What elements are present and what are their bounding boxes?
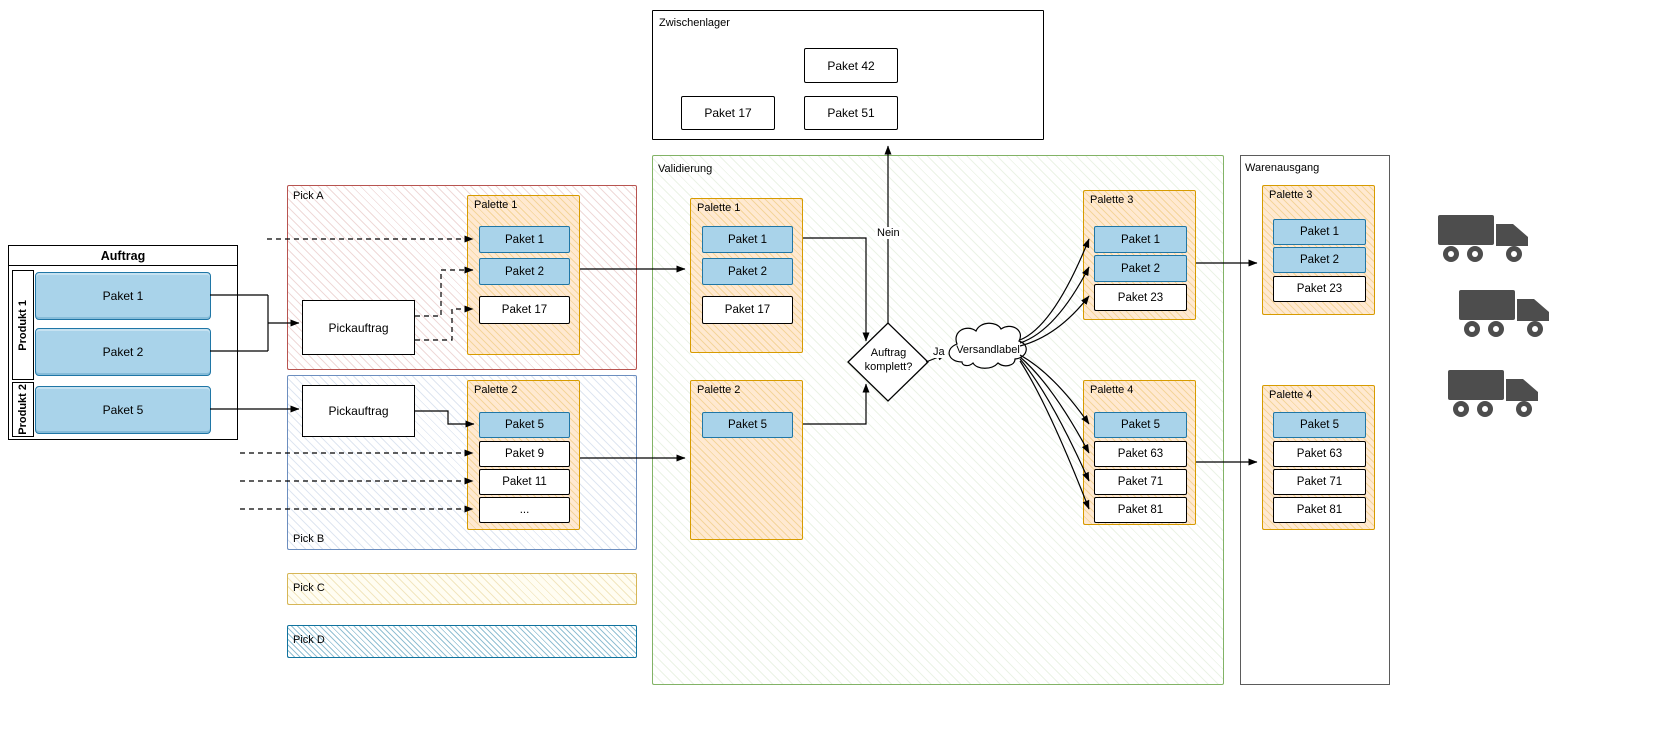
produkt-1-label: Produkt 1 bbox=[17, 299, 29, 351]
validierung-label: Validierung bbox=[658, 163, 713, 175]
palette-title: Palette 1 bbox=[697, 202, 741, 214]
palette-3-warenausgang: Palette 3 Paket 1 Paket 2 Paket 23 bbox=[1262, 185, 1375, 315]
pickauftrag-1-box: Pickauftrag bbox=[302, 300, 415, 355]
packet: Paket 42 bbox=[804, 48, 898, 83]
palette-title: Palette 2 bbox=[697, 384, 741, 396]
packet: Paket 5 bbox=[1094, 412, 1187, 438]
packet: Paket 63 bbox=[1094, 441, 1187, 467]
pick-a-label: Pick A bbox=[293, 190, 324, 202]
pick-d-region bbox=[287, 625, 637, 658]
cloud-label: Versandlabel bbox=[956, 344, 1020, 356]
packet: Paket 2 bbox=[1094, 255, 1187, 282]
packet: Paket 11 bbox=[479, 469, 570, 495]
pick-d-label: Pick D bbox=[293, 634, 325, 646]
truck-icon bbox=[1458, 287, 1554, 344]
palette-4-validierung: Palette 4 Paket 5 Paket 63 Paket 71 Pake… bbox=[1083, 380, 1196, 525]
packet: Paket 2 bbox=[479, 258, 570, 285]
pick-c-label: Pick C bbox=[293, 582, 325, 594]
packet: Paket 51 bbox=[804, 96, 898, 130]
packet: Paket 17 bbox=[479, 296, 570, 324]
packet: Paket 5 bbox=[702, 412, 793, 438]
palette-title: Palette 2 bbox=[474, 384, 518, 396]
packet: Paket 1 bbox=[1094, 226, 1187, 253]
palette-title: Palette 4 bbox=[1269, 389, 1313, 401]
palette-4-warenausgang: Palette 4 Paket 5 Paket 63 Paket 71 Pake… bbox=[1262, 385, 1375, 530]
truck-icon bbox=[1447, 367, 1543, 424]
palette-3-validierung: Palette 3 Paket 1 Paket 2 Paket 23 bbox=[1083, 190, 1196, 320]
auftrag-box: Auftrag Produkt 1 Produkt 2 Paket 1 Pake… bbox=[8, 245, 238, 440]
packet: Paket 81 bbox=[1094, 497, 1187, 523]
pick-c-region bbox=[287, 573, 637, 605]
produkt-1-cell: Produkt 1 bbox=[12, 270, 34, 380]
pickauftrag-2-box: Pickauftrag bbox=[302, 385, 415, 437]
packet: Paket 1 bbox=[479, 226, 570, 253]
palette-title: Palette 4 bbox=[1090, 384, 1134, 396]
packet: Paket 1 bbox=[1273, 219, 1366, 245]
warenausgang-label: Warenausgang bbox=[1245, 162, 1320, 174]
produkt-2-label: Produkt 2 bbox=[17, 384, 29, 435]
paket-box: Paket 1 bbox=[35, 272, 211, 320]
packet: Paket 81 bbox=[1273, 497, 1366, 523]
packet: Paket 5 bbox=[479, 412, 570, 438]
packet: Paket 71 bbox=[1273, 469, 1366, 495]
packet: Paket 23 bbox=[1094, 284, 1187, 311]
packet: Paket 63 bbox=[1273, 441, 1366, 467]
palette-1-pick-a: Palette 1 Paket 1 Paket 2 Paket 17 bbox=[467, 195, 580, 355]
truck-icon bbox=[1437, 212, 1533, 269]
paket-box: Paket 2 bbox=[35, 328, 211, 376]
nein-label: Nein bbox=[875, 227, 902, 239]
packet: Paket 17 bbox=[702, 296, 793, 324]
packet: Paket 2 bbox=[1273, 247, 1366, 273]
pick-b-label: Pick B bbox=[293, 533, 325, 545]
palette-2-validierung: Palette 2 Paket 5 bbox=[690, 380, 803, 540]
palette-title: Palette 3 bbox=[1090, 194, 1134, 206]
palette-2-pick-b: Palette 2 Paket 5 Paket 9 Paket 11 ... bbox=[467, 380, 580, 530]
packet: Paket 5 bbox=[1273, 412, 1366, 438]
palette-title: Palette 1 bbox=[474, 199, 518, 211]
zwischenlager-label: Zwischenlager bbox=[659, 17, 730, 29]
packet: Paket 17 bbox=[681, 96, 775, 130]
packet: Paket 71 bbox=[1094, 469, 1187, 495]
zwischenlager-box: Zwischenlager Paket 42 Paket 17 Paket 51 bbox=[652, 10, 1044, 140]
decision-label: Auftrag komplett? bbox=[864, 347, 913, 373]
paket-box: Paket 5 bbox=[35, 386, 211, 434]
ja-label: Ja bbox=[931, 346, 947, 358]
produkt-2-cell: Produkt 2 bbox=[12, 382, 34, 437]
palette-1-validierung: Palette 1 Paket 1 Paket 2 Paket 17 bbox=[690, 198, 803, 353]
auftrag-title: Auftrag bbox=[9, 246, 237, 266]
packet: ... bbox=[479, 497, 570, 523]
packet: Paket 2 bbox=[702, 258, 793, 285]
palette-title: Palette 3 bbox=[1269, 189, 1313, 201]
packet: Paket 23 bbox=[1273, 276, 1366, 302]
packet: Paket 1 bbox=[702, 226, 793, 253]
packet: Paket 9 bbox=[479, 441, 570, 467]
